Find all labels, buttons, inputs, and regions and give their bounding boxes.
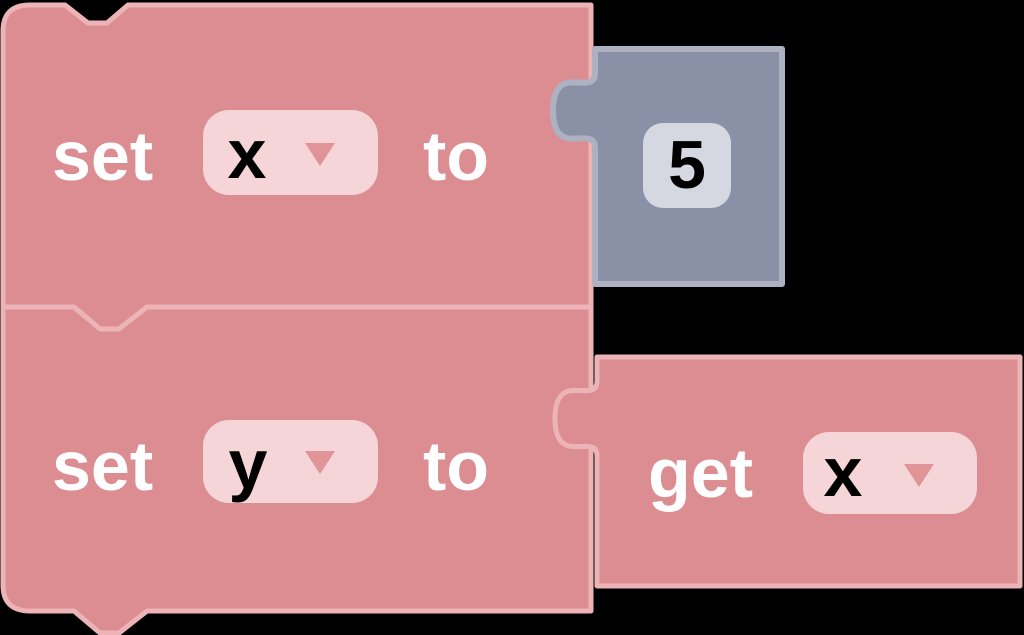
number-input-field[interactable] <box>643 123 731 208</box>
number-block-group[interactable]: 5 <box>550 46 785 287</box>
variable-dropdown-y-value[interactable]: y <box>229 425 268 503</box>
get-keyword-label: get <box>648 434 753 512</box>
get-x-block[interactable] <box>552 354 1023 589</box>
variable-dropdown-get-x[interactable] <box>803 432 977 514</box>
variable-dropdown-x-value[interactable]: x <box>228 115 267 193</box>
to-keyword-label: to <box>423 117 489 195</box>
variable-dropdown-get-x-value[interactable]: x <box>824 433 863 511</box>
set-keyword-label: set <box>52 427 153 505</box>
set-y-block-group[interactable]: set y to <box>0 304 594 635</box>
number-input-value[interactable]: 5 <box>668 127 706 203</box>
variable-dropdown-x[interactable] <box>203 110 378 195</box>
dropdown-arrow-icon[interactable] <box>305 143 335 166</box>
variable-dropdown-y[interactable] <box>203 420 378 503</box>
dropdown-arrow-icon[interactable] <box>904 464 934 487</box>
get-x-block-group[interactable]: get x <box>552 354 1023 589</box>
set-keyword-label: set <box>52 117 153 195</box>
dropdown-arrow-icon[interactable] <box>305 451 335 474</box>
set-x-block-group[interactable]: set x to <box>0 2 594 332</box>
to-keyword-label: to <box>423 427 489 505</box>
